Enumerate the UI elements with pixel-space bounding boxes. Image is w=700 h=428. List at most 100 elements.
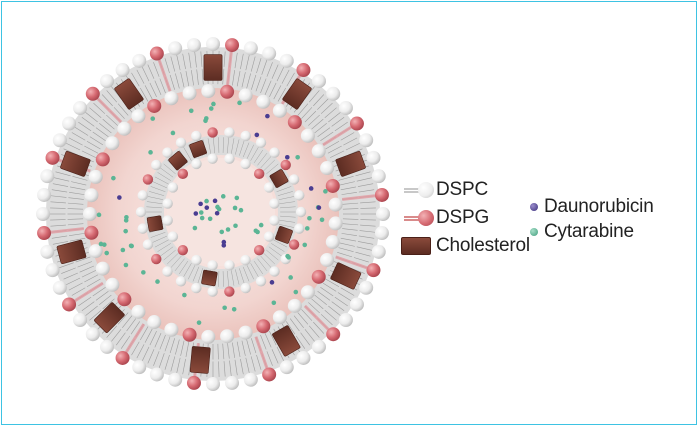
cytarabine-molecule xyxy=(286,255,291,260)
outer-bilayer-tail-line xyxy=(99,294,112,305)
inner-tail-line xyxy=(242,266,250,282)
inner-tail-line xyxy=(278,196,295,200)
dspc-head xyxy=(238,325,253,340)
outer-bilayer-tail-line xyxy=(139,87,149,102)
dspg-head xyxy=(151,253,162,265)
outer-bilayer-tail-line xyxy=(353,257,369,263)
outer-bilayer-tail-line xyxy=(175,73,180,89)
outer-bilayer-tail-line xyxy=(142,67,150,82)
outer-bilayer-tail-line xyxy=(113,107,125,119)
outer-bilayer-tail-line xyxy=(331,301,345,312)
inner-tail-line xyxy=(235,139,240,155)
outer-bilayer-tail-line xyxy=(342,208,359,210)
dspc-head xyxy=(240,282,251,294)
dspc-head xyxy=(263,182,275,193)
dspc-head xyxy=(225,375,240,390)
dspc-head xyxy=(168,372,183,387)
outer-bilayer-tail-line xyxy=(227,343,230,359)
dspc-head xyxy=(262,46,277,61)
dspc-head xyxy=(167,182,179,193)
inner-tail-line xyxy=(222,271,224,287)
outer-bilayer-tail-line xyxy=(71,132,86,141)
outer-bilayer-tail-line xyxy=(136,69,145,84)
cytarabine-molecule xyxy=(219,229,225,235)
outer-bilayer-tail-line xyxy=(188,52,192,69)
outer-bilayer-tail-line xyxy=(164,354,170,370)
dspc-head xyxy=(149,367,164,382)
dspc-head xyxy=(320,252,335,267)
outer-bilayer-tail-line xyxy=(340,132,355,141)
outer-bilayer-tail-line xyxy=(357,241,374,245)
outer-bilayer-tail-line xyxy=(297,312,309,325)
dspc-head xyxy=(272,310,287,325)
cholesterol-molecule xyxy=(114,78,144,110)
outer-bilayer-tail-line xyxy=(217,343,219,360)
outer-bilayer-tail-line xyxy=(250,356,256,372)
dspc-head xyxy=(167,231,179,242)
outer-bilayer-tail-line xyxy=(236,341,241,358)
dspc-head xyxy=(240,254,251,266)
cytarabine-molecule xyxy=(319,217,325,223)
inner-tail-line xyxy=(279,201,296,205)
outer-bilayer-dspg-tail xyxy=(226,51,233,85)
cytarabine-molecule xyxy=(111,175,116,181)
outer-bilayer-tail-line xyxy=(360,201,376,204)
daunorubicin-molecule xyxy=(221,243,227,248)
dspc-head xyxy=(238,88,253,103)
outer-bilayer-dspg-tail xyxy=(96,97,123,124)
outer-bilayer-tail-line xyxy=(136,344,145,359)
inner-tail-line xyxy=(266,249,279,261)
dspg-head xyxy=(149,46,164,61)
dspg-head xyxy=(253,168,265,180)
outer-bilayer-tail-line xyxy=(313,321,325,334)
outer-bilayer-tail-line xyxy=(169,338,175,354)
outer-bilayer-tail-line xyxy=(325,278,340,288)
outer-bilayer-tail-line xyxy=(355,171,371,177)
outer-bilayer-tail-line xyxy=(338,176,354,181)
outer-bilayer-tail-line xyxy=(147,349,155,364)
dspc-head xyxy=(263,231,275,242)
outer-bilayer-tail-line xyxy=(314,123,327,134)
outer-bilayer-tail-line xyxy=(200,51,203,67)
outer-bilayer-tail-line xyxy=(314,294,327,305)
outer-bilayer-tail-line xyxy=(311,298,324,310)
inner-tail-line xyxy=(197,268,203,284)
outer-bilayer-tail-line xyxy=(256,354,262,370)
dspc-head xyxy=(137,223,148,234)
outer-bilayer-tail-line xyxy=(222,343,225,360)
outer-bilayer-tail-line xyxy=(50,195,67,198)
cytarabine-molecule xyxy=(302,242,308,248)
outer-bilayer-tail-line xyxy=(159,78,166,94)
inner-tail-line xyxy=(146,201,163,205)
outer-bilayer-tail-line xyxy=(286,72,295,87)
daunorubicin-molecule xyxy=(308,186,314,191)
dspg-head xyxy=(177,244,189,256)
outer-bilayer-tail-line xyxy=(331,116,345,127)
outer-bilayer-tail-line xyxy=(84,145,99,154)
dspg-head xyxy=(349,116,364,131)
dspc-head xyxy=(162,198,173,209)
cytarabine-molecule xyxy=(258,222,264,228)
cholesterol-molecule xyxy=(330,262,362,290)
outer-bilayer-tail-line xyxy=(329,150,345,158)
inner-tail-line xyxy=(152,181,168,189)
dspc-head xyxy=(206,377,220,391)
outer-bilayer-dspg-tail xyxy=(254,336,269,369)
dspc-head xyxy=(73,312,88,327)
inner-tail-line xyxy=(226,270,230,287)
dspc-head xyxy=(269,215,280,226)
outer-bilayer-tail-line xyxy=(325,140,340,150)
inner-tail-line xyxy=(157,243,171,252)
outer-bilayer-tail-line xyxy=(67,223,84,226)
inner-tail-line xyxy=(242,142,250,158)
cholesterol-molecule xyxy=(335,151,366,177)
dspc-head xyxy=(376,207,390,221)
inner-tail-line xyxy=(146,206,162,209)
outer-bilayer-tail-line xyxy=(144,85,153,100)
cholesterol-molecule xyxy=(146,215,164,232)
outer-bilayer-tail-line xyxy=(251,74,257,90)
outer-bilayer-tail-line xyxy=(264,333,272,348)
outer-bilayer-tail-line xyxy=(285,321,296,335)
outer-bilayer-tail-line xyxy=(340,186,357,191)
